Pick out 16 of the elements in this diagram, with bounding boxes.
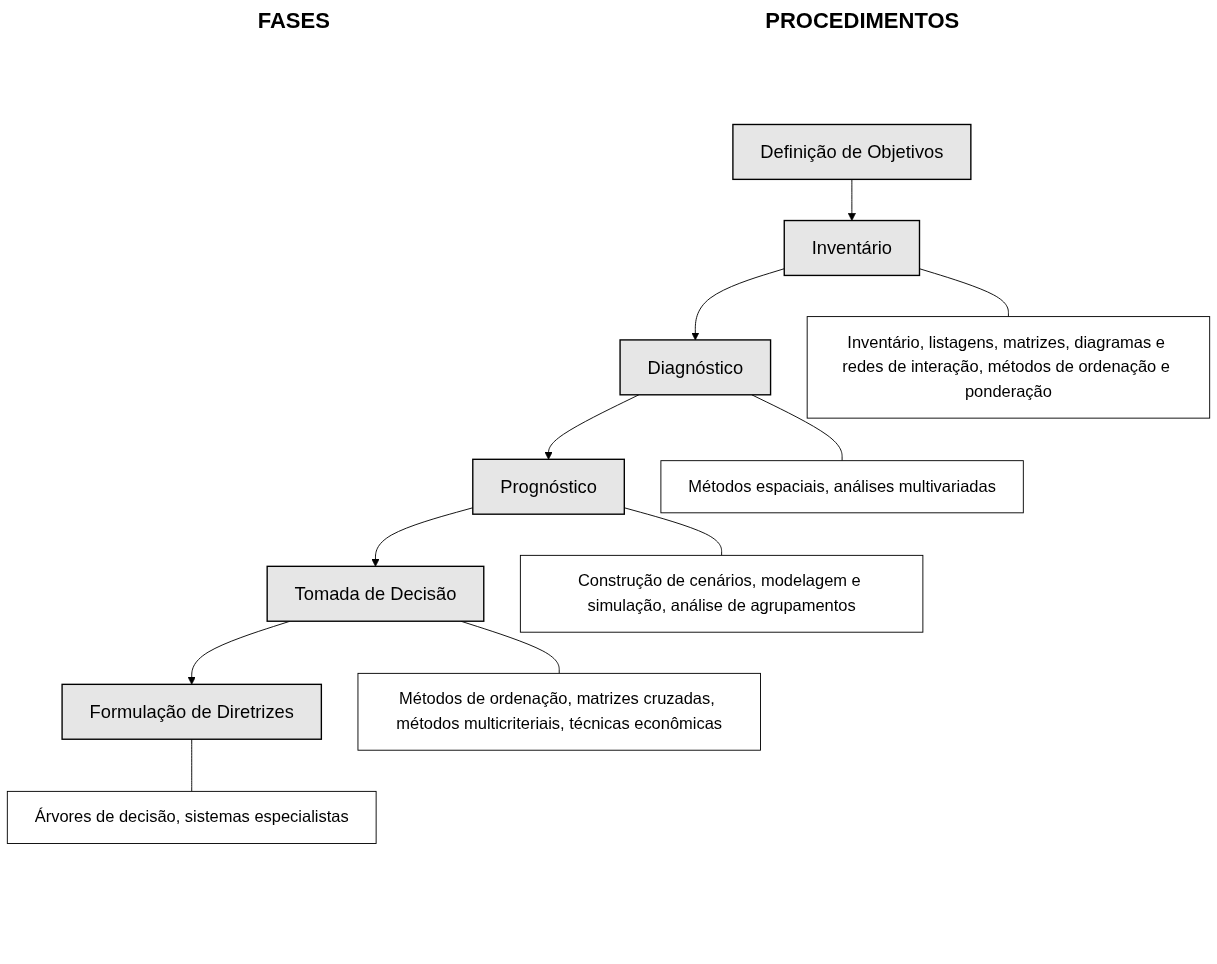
node-box: Métodos de ordenação, matrizes cruzadas, métodos multicriteriais, técnicas econômicas — [357, 672, 761, 751]
connector — [191, 738, 193, 792]
node-box: Definição de Objetivos — [732, 123, 972, 181]
node-box: Construção de cenários, modelagem e simulação, análise de agrupamentos — [519, 554, 924, 633]
connector — [751, 394, 843, 462]
connector — [919, 268, 1009, 318]
node-box: Árvores de decisão, sistemas especialistas — [6, 790, 377, 844]
node-box: Prognóstico — [472, 458, 625, 515]
node-box: Formulação de Diretrizes — [61, 683, 323, 740]
node-box: Inventário, listagens, matrizes, diagramas e redes de interação, métodos de ordenação e ponderação — [806, 316, 1211, 419]
node-box: Diagnóstico — [619, 339, 772, 396]
column-heading: FASES — [257, 8, 330, 34]
node-box: Inventário — [783, 219, 921, 277]
column-heading: PROCEDIMENTOS — [765, 8, 960, 34]
node-box: Tomada de Decisão — [266, 565, 485, 622]
node-box: Métodos espaciais, análises multivariadas — [660, 460, 1024, 514]
